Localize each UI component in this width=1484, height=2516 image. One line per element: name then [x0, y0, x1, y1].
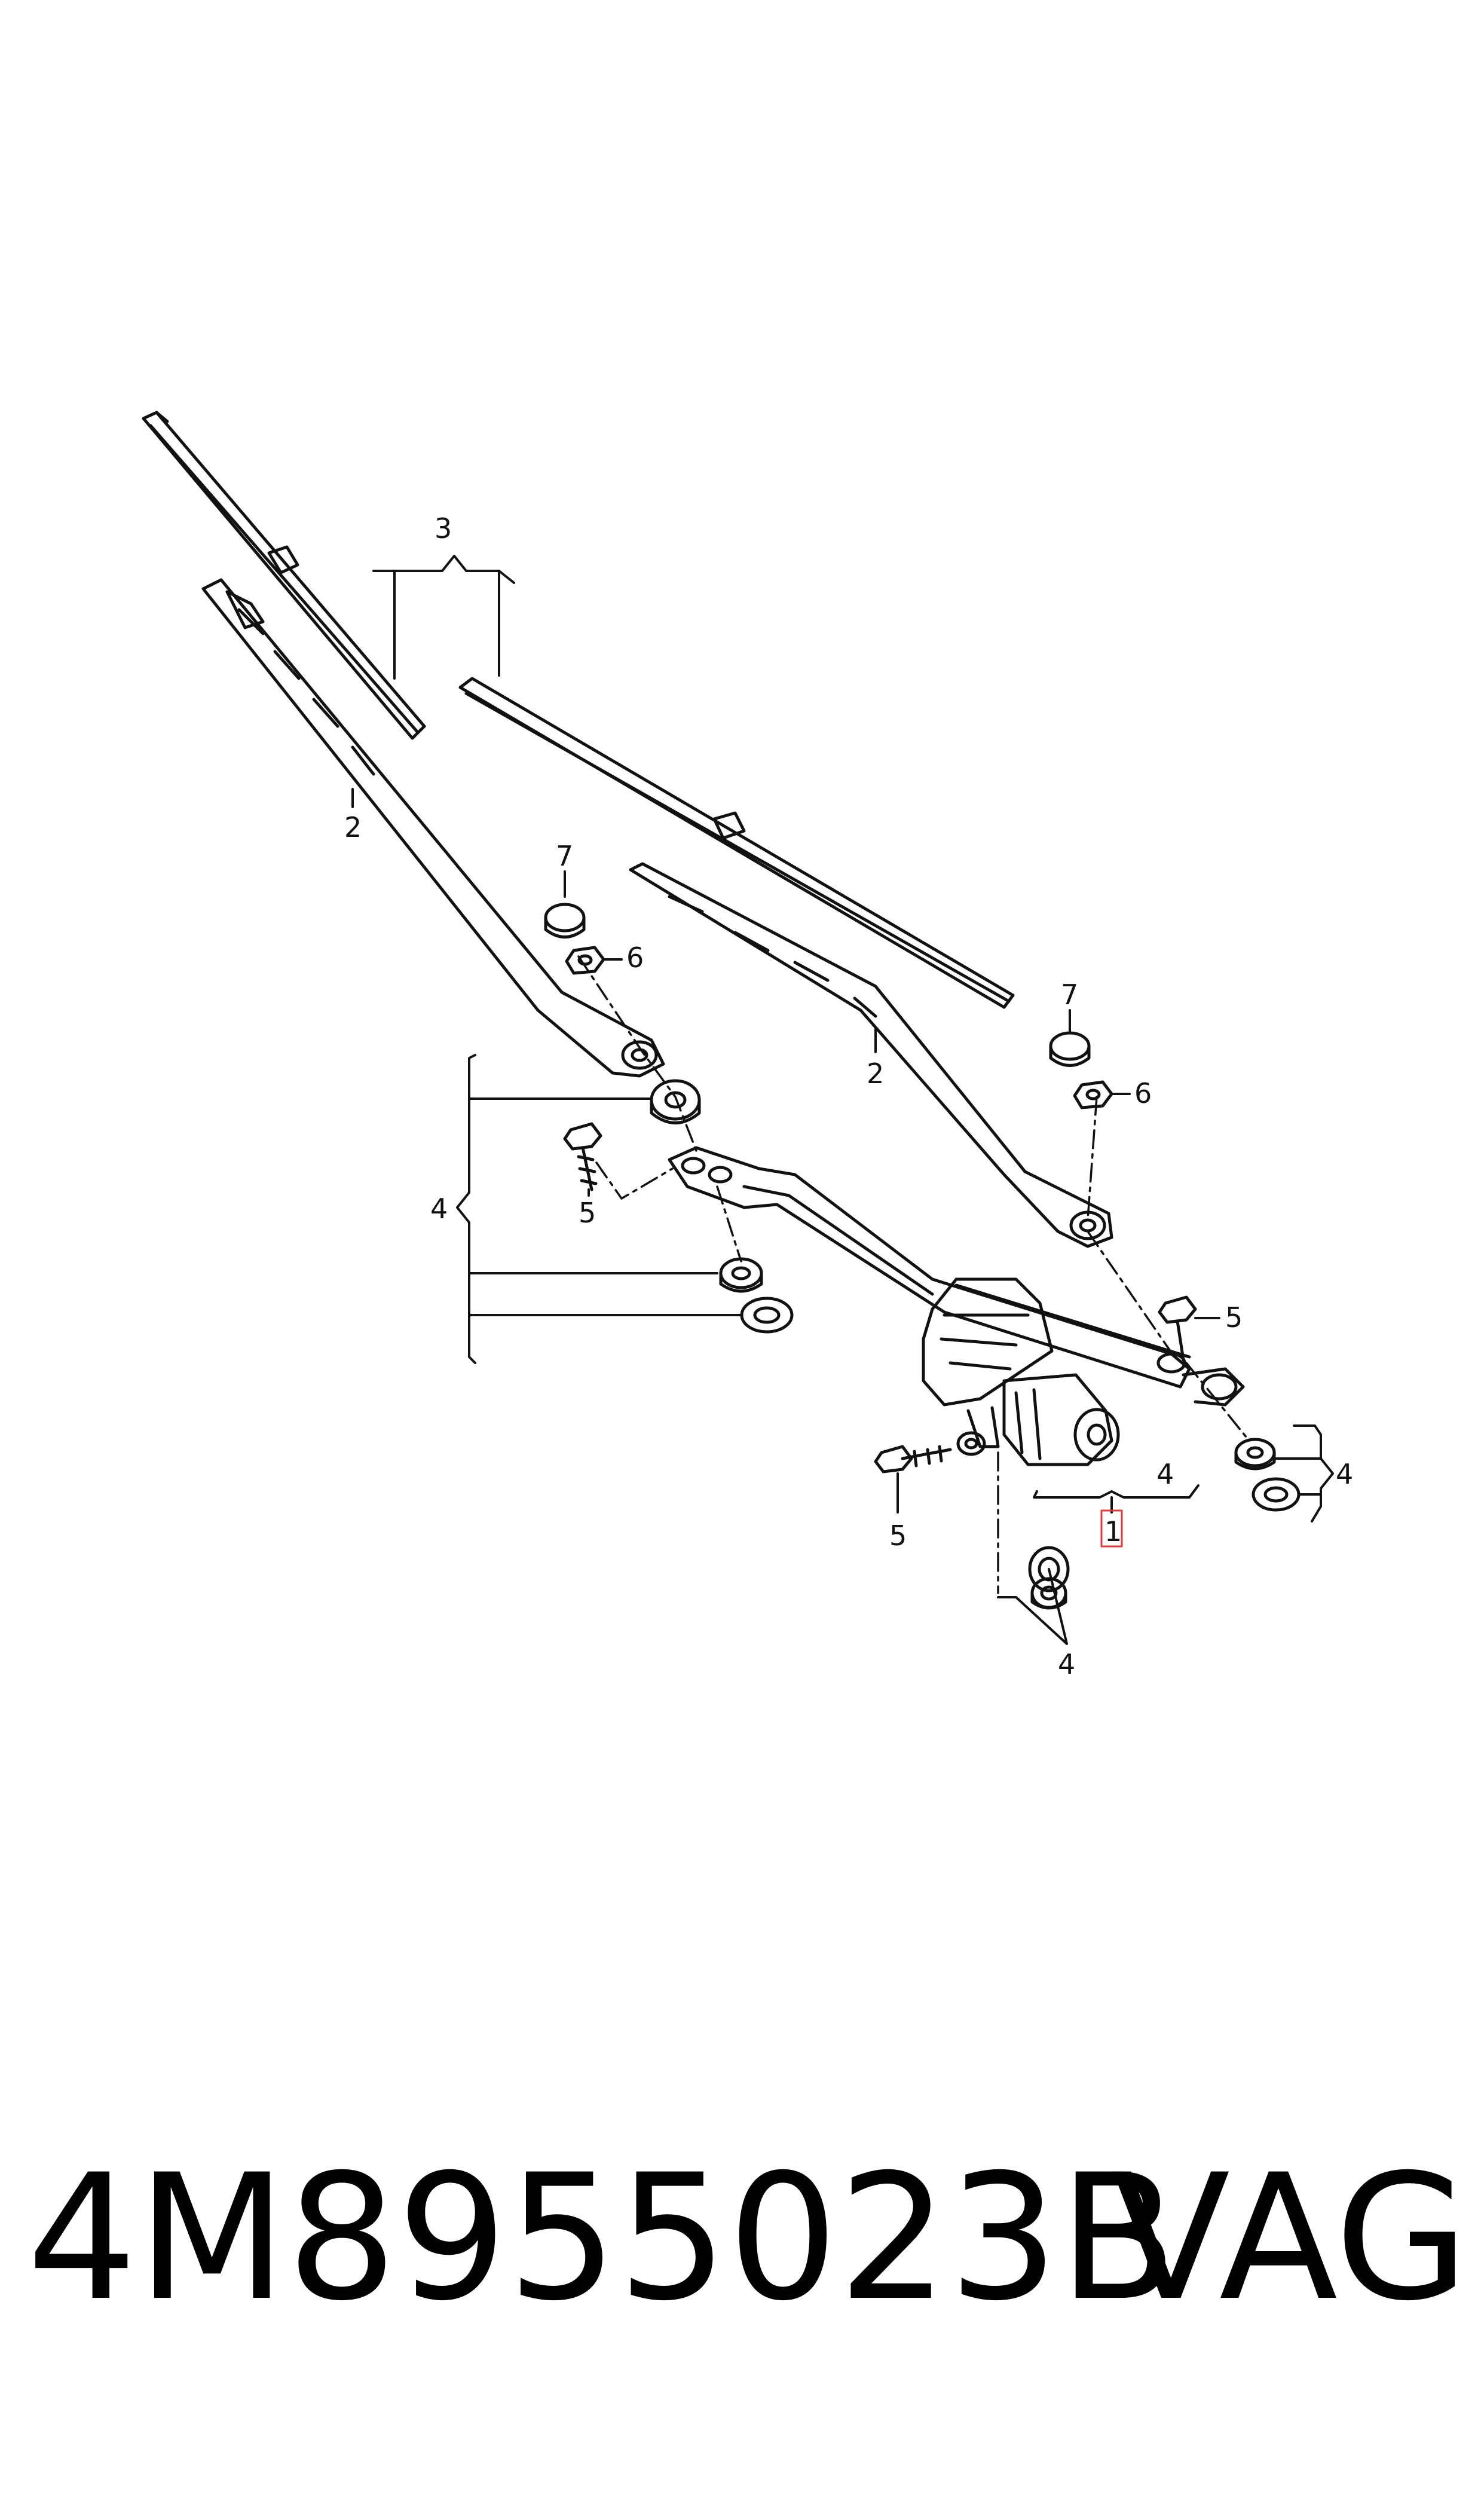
bracket-blade [372, 555, 515, 680]
label-nut-right: 6 [1134, 1077, 1152, 1109]
wiper-blade-left [142, 411, 426, 740]
label-wiper-blade: 3 [435, 512, 452, 545]
bushing-bottom-b [1030, 1577, 1067, 1610]
bushing-left-mid [719, 1257, 763, 1293]
label-wiper-arm-left: 2 [344, 811, 362, 843]
label-wiper-arm-right: 2 [867, 1057, 884, 1090]
label-bushing-bottom: 4 [1058, 1648, 1075, 1680]
wiper-arm-right [629, 862, 1113, 1248]
linkage-frame [668, 1146, 1245, 1407]
assembly-lines [577, 955, 1250, 1594]
wiper-blade-right [458, 677, 1015, 1009]
label-nut-left: 6 [626, 941, 644, 974]
label-bushing-left: 4 [430, 1193, 448, 1225]
leader-lines [351, 788, 1334, 1645]
nut-right [1073, 1080, 1113, 1109]
bushing-left-lower [740, 1297, 794, 1334]
bushing-right-lower [1252, 1477, 1301, 1512]
bushing-right-upper [1234, 1438, 1276, 1471]
bushing-motor-mount [956, 1431, 986, 1456]
cap-right [1049, 1031, 1091, 1067]
bushing-left-upper [650, 1079, 701, 1124]
screw-right [1158, 1295, 1197, 1362]
label-screw-left: 5 [579, 1197, 596, 1229]
label-cap-left: 7 [556, 840, 573, 872]
label-screw-bottom: 5 [889, 1520, 907, 1552]
label-wiper-motor: 1 [1104, 1515, 1122, 1548]
screw-left [563, 1122, 602, 1191]
label-screw-right: 5 [1225, 1301, 1243, 1334]
label-cap-right: 7 [1061, 979, 1078, 1011]
wiper-arm-left [201, 578, 665, 1078]
callout-labels: 3 2 7 6 2 7 6 4 5 5 4 4 1 5 4 [344, 512, 1353, 1680]
label-bushing-motor: 4 [1156, 1458, 1174, 1490]
label-bushing-right: 4 [1336, 1458, 1353, 1490]
screw-bottom [874, 1445, 952, 1473]
part-highlight-box [1100, 1509, 1123, 1548]
brand-name: VAG [1112, 2138, 1469, 2339]
nut-left [565, 946, 605, 975]
wiper-motor [922, 1277, 1120, 1466]
part-number: 4M8955023B [27, 2138, 1178, 2339]
cap-left [544, 903, 586, 938]
